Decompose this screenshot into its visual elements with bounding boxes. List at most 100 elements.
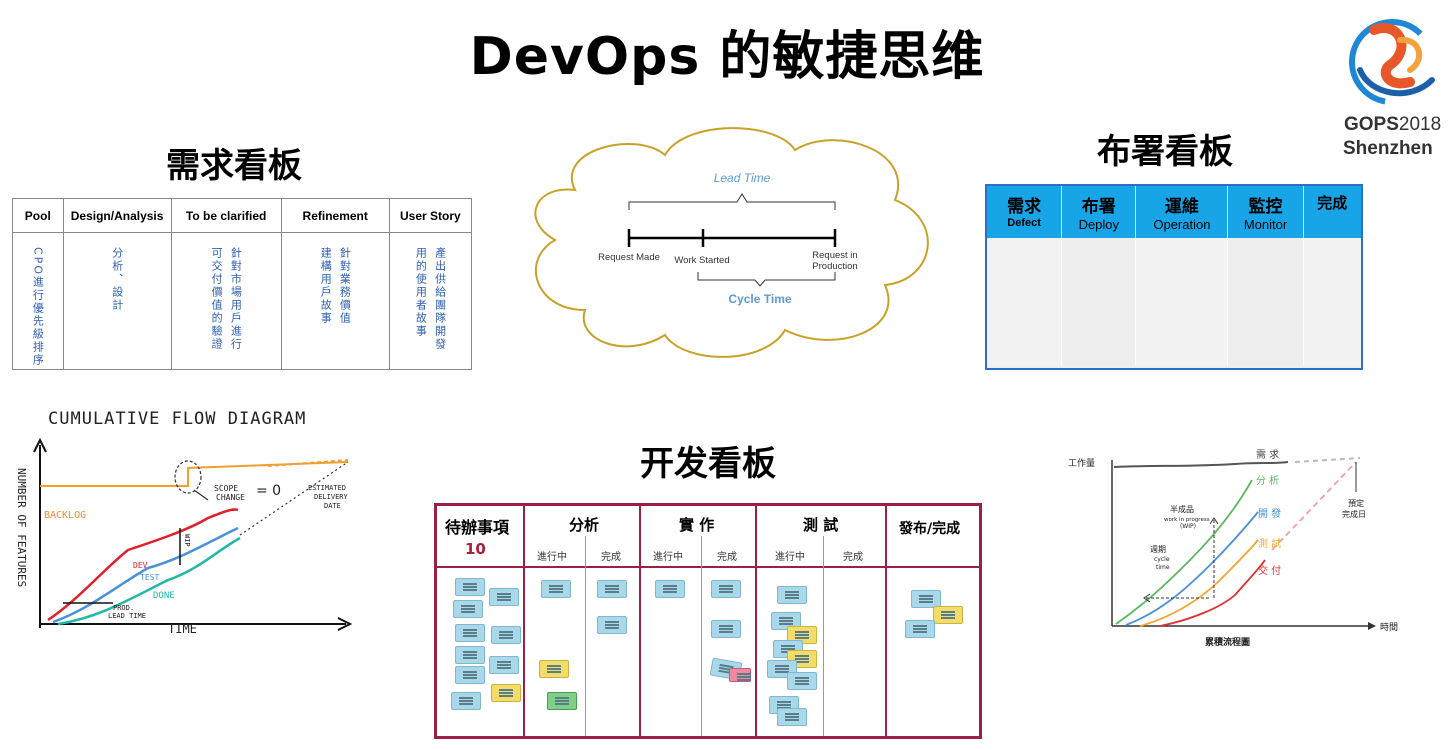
dev-subcol-in-progress: 進行中	[775, 552, 805, 563]
dev-line	[1125, 511, 1259, 626]
req-col-text: CPO進行優先級排序	[31, 247, 45, 367]
deploy-col-en: Monitor	[1243, 217, 1288, 232]
demand-line	[1113, 461, 1289, 468]
lead-time-brace	[628, 193, 836, 210]
dev-label: DEV	[133, 561, 148, 570]
test-label: 測 試	[1258, 537, 1281, 550]
delivery-line	[1159, 559, 1266, 627]
production-label: Production	[812, 261, 857, 272]
req-col-header: User Story	[389, 199, 472, 233]
cfd-chart-ylabel: 工作量	[1068, 457, 1095, 469]
estimated-label-3: DATE	[324, 502, 341, 510]
req-col-header: Pool	[13, 199, 63, 233]
estimated-label-2: DELIVERY	[314, 493, 349, 501]
sticky-note	[455, 624, 485, 642]
test-label: TEST	[140, 573, 159, 582]
sticky-note	[655, 580, 685, 598]
dev-col-analysis-header: 分析	[569, 516, 600, 534]
sticky-note	[787, 672, 817, 690]
sticky-note	[541, 580, 571, 598]
logo-brand: GOPS	[1344, 114, 1399, 135]
cycle-label-3: time	[1156, 564, 1170, 571]
cfd-sketch-title: CUMULATIVE FLOW DIAGRAM	[48, 409, 306, 429]
dev-subcol-done: 完成	[601, 552, 621, 563]
cycle-label-1: 週期	[1150, 545, 1166, 554]
page-title: DevOps 的敏捷思维	[469, 27, 985, 87]
deploy-col-zh: 完成	[1317, 194, 1348, 212]
wip-label-2: work in progress	[1164, 517, 1210, 523]
requirement-board-title: 需求看板	[166, 146, 302, 186]
req-col-header: Design/Analysis	[63, 199, 171, 233]
dev-subcol-done: 完成	[717, 552, 737, 563]
demand-projection	[1294, 457, 1361, 463]
sticky-note	[729, 668, 751, 682]
sticky-note	[597, 616, 627, 634]
gops-logo-icon	[1349, 19, 1435, 105]
deploy-col-done: 完成	[1304, 186, 1361, 238]
lead-time-label: Lead Time	[714, 171, 771, 185]
requirement-board: Pool CPO進行優先級排序 Design/Analysis 分析、設計 To…	[12, 198, 472, 370]
due-label-1: 預定	[1348, 498, 1364, 508]
cfd-chart-xlabel: 時間	[1380, 622, 1398, 633]
request-in-label: Request in	[812, 250, 857, 261]
wip-label-3: (WIP)	[1180, 523, 1196, 530]
sticky-note	[455, 666, 485, 684]
backlog-line	[40, 461, 349, 487]
sticky-note	[491, 626, 521, 644]
cfd-chart-caption: 累積流程圖	[1205, 636, 1250, 648]
dev-label: 開 發	[1258, 507, 1281, 520]
sticky-note	[933, 606, 963, 624]
req-col-text: 用的使用者故事	[414, 247, 428, 338]
sticky-note	[711, 580, 741, 598]
sticky-note	[489, 656, 519, 674]
due-label-2: 完成日	[1342, 509, 1366, 519]
wip-label-1: 半成品	[1170, 504, 1194, 514]
dev-col-todo-count: 10	[465, 540, 486, 558]
req-col-text: 可交付價值的驗證	[210, 247, 224, 351]
dev-col-release-header: 發布/完成	[899, 521, 961, 537]
dev-subcol-in-progress: 進行中	[653, 552, 683, 563]
dev-subcol-in-progress: 進行中	[537, 552, 567, 563]
sticky-note	[451, 692, 481, 710]
req-col-clarify: To be clarified 可交付價值的驗證針對市場用戶進行	[171, 199, 282, 369]
deploy-col-zh: 布署	[1081, 197, 1116, 217]
sticky-note	[547, 692, 577, 710]
req-col-text: 建構用戶故事	[319, 247, 333, 325]
sticky-note	[489, 588, 519, 606]
req-col-header: Refinement	[281, 199, 389, 233]
dev-subcol-done: 完成	[843, 552, 863, 563]
scope-change-label-2: CHANGE	[216, 493, 245, 502]
test-line	[1139, 539, 1259, 627]
req-col-design: Design/Analysis 分析、設計	[63, 199, 172, 369]
logo-city: Shenzhen	[1343, 138, 1433, 159]
req-col-header: To be clarified	[171, 199, 281, 233]
sticky-note	[777, 586, 807, 604]
sticky-note	[455, 646, 485, 664]
cfd-chart: 工作量 時間 累積流程圖 需 求 分 析 開 發 測 試 交 付 半成品 wor…	[1068, 449, 1398, 648]
prod-lead-label-2: LEAD TIME	[108, 612, 146, 620]
gops-logo: GOPS2018 Shenzhen	[1340, 10, 1450, 160]
sticky-note	[597, 580, 627, 598]
request-made-label: Request Made	[598, 252, 660, 263]
cfd-sketch-xlabel: TIME	[168, 622, 197, 636]
logo-year: 2018	[1398, 114, 1442, 135]
req-col-text: 產出供給團隊開發	[433, 247, 447, 351]
cycle-label-2: cycle	[1154, 556, 1170, 563]
sticky-note	[905, 620, 935, 638]
done-label: DONE	[153, 591, 175, 601]
lead-time-cloud-diagram: Lead Time Request Made Work Started Requ…	[534, 127, 929, 358]
req-col-text: 針對市場用戶進行	[229, 247, 243, 351]
estimated-label-1: ESTIMATED	[308, 484, 346, 492]
sticky-note	[911, 590, 941, 608]
sticky-note	[777, 708, 807, 726]
demand-label: 需 求	[1256, 449, 1279, 461]
cycle-time-label: Cycle Time	[728, 292, 791, 306]
req-col-text: 分析、設計	[110, 247, 124, 312]
req-col-refinement: Refinement 建構用戶故事針對業務價值	[281, 199, 390, 369]
cfd-sketch-ylabel: NUMBER OF FEATURES	[15, 468, 28, 587]
deploy-col-en: Deploy	[1078, 217, 1120, 232]
req-col-pool: Pool CPO進行優先級排序	[13, 199, 64, 369]
wip-label: WIP	[183, 534, 191, 547]
